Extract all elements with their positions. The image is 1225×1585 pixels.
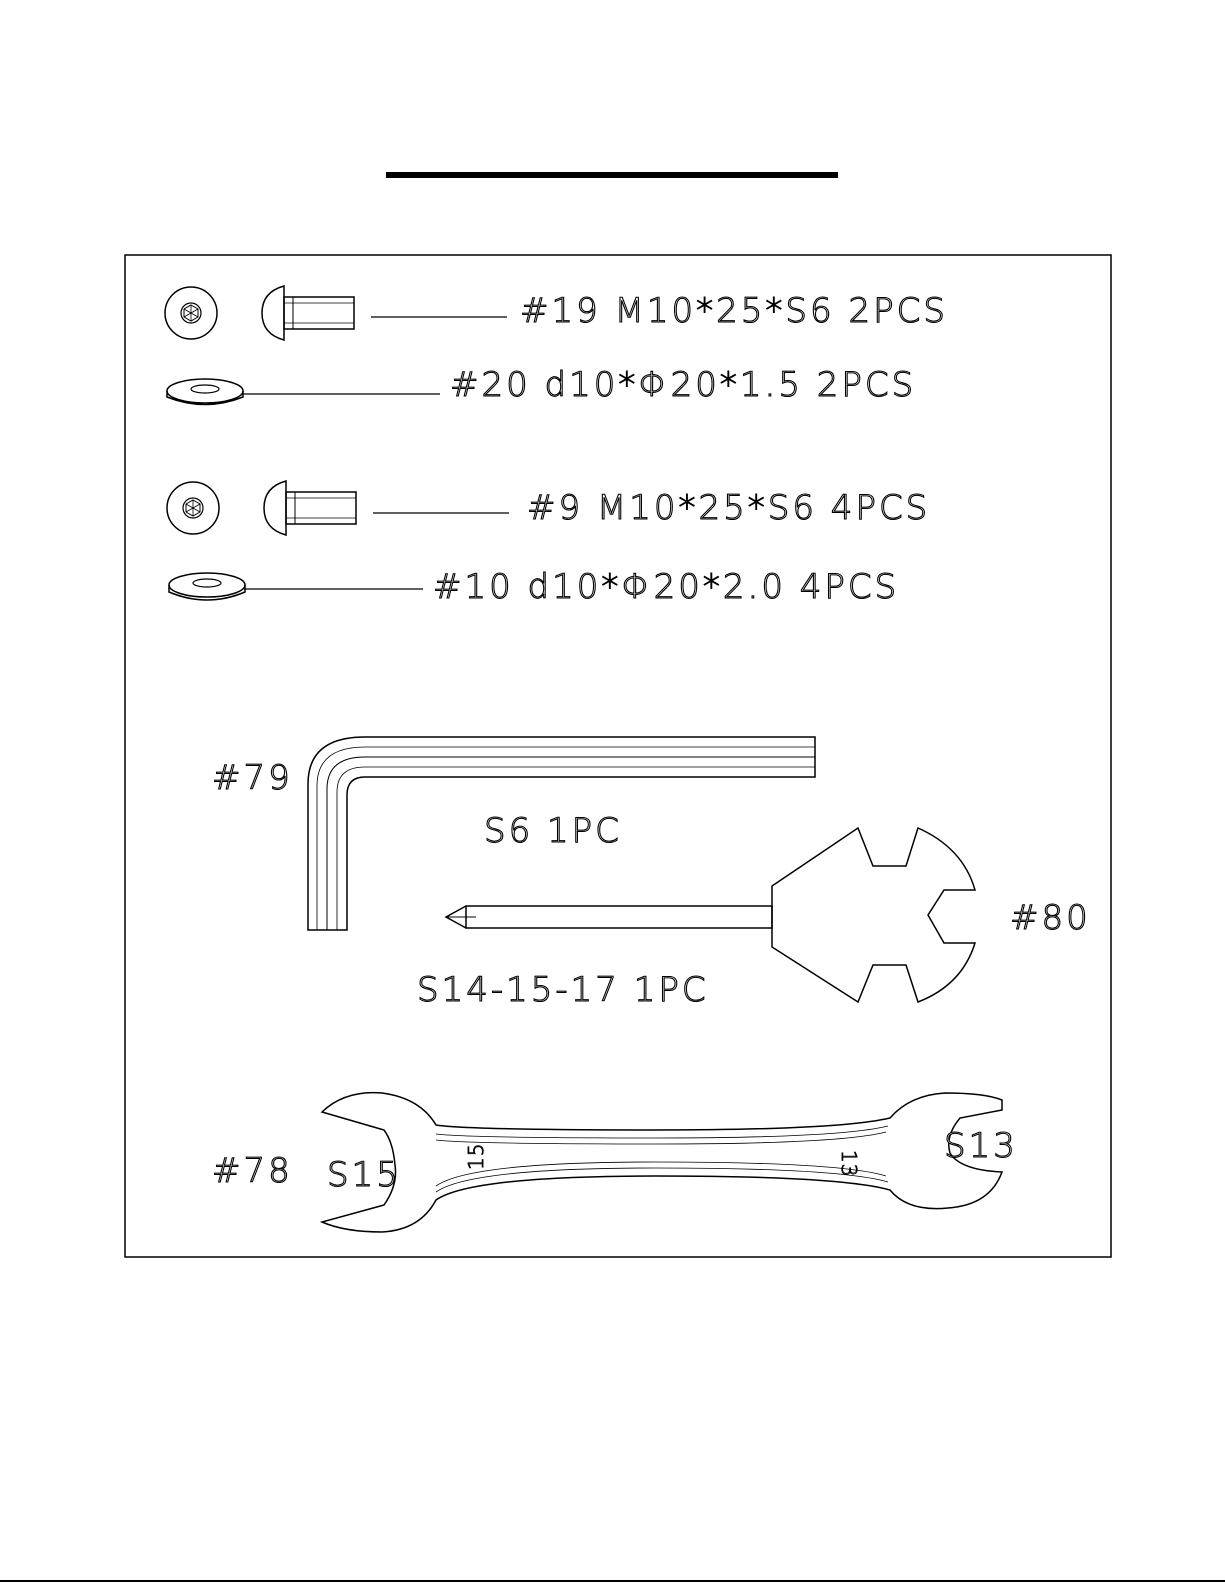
part-79-label: #79: [212, 758, 293, 798]
part-19-label: #19 M10*25*S6 2PCS: [520, 291, 948, 331]
hex-key-79: #79 S6 1PC: [212, 737, 815, 930]
bolt-head-side-view: [262, 286, 284, 340]
hardware-frame: [125, 255, 1111, 1257]
wrench-size-right: S13: [944, 1126, 1018, 1166]
part-9-label: #9 M10*25*S6 4PCS: [527, 488, 930, 528]
bolt-19: #19 M10*25*S6 2PCS: [165, 286, 948, 340]
wrench-size-left: S15: [327, 1155, 401, 1195]
part-80-spec: S14-15-17 1PC: [417, 970, 709, 1010]
washer-shape: [167, 379, 243, 403]
part-20-label: #20 d10*Φ20*1.5 2PCS: [450, 365, 916, 405]
washer-shape: [169, 573, 245, 597]
part-10-label: #10 d10*Φ20*2.0 4PCS: [433, 567, 899, 607]
page-bottom-rule: [0, 1580, 1225, 1582]
wrench-head: [772, 828, 975, 1002]
multi-tool-80: #80 S14-15-17 1PC: [417, 828, 1091, 1010]
part-79-spec: S6 1PC: [484, 811, 622, 851]
open-wrench-78: #78 S15 S13 15 13: [212, 1093, 1018, 1232]
part-80-label: #80: [1010, 898, 1091, 938]
screwdriver-shaft: [466, 906, 772, 928]
wrench-stamp-right: 13: [837, 1150, 861, 1177]
bolt-head-side-view: [264, 481, 286, 535]
wrench-stamp-left: 15: [464, 1143, 488, 1170]
part-78-label: #78: [212, 1151, 293, 1191]
washer-10: #10 d10*Φ20*2.0 4PCS: [169, 567, 899, 607]
washer-20: #20 d10*Φ20*1.5 2PCS: [167, 365, 916, 405]
bolt-9: #9 M10*25*S6 4PCS: [167, 481, 930, 535]
